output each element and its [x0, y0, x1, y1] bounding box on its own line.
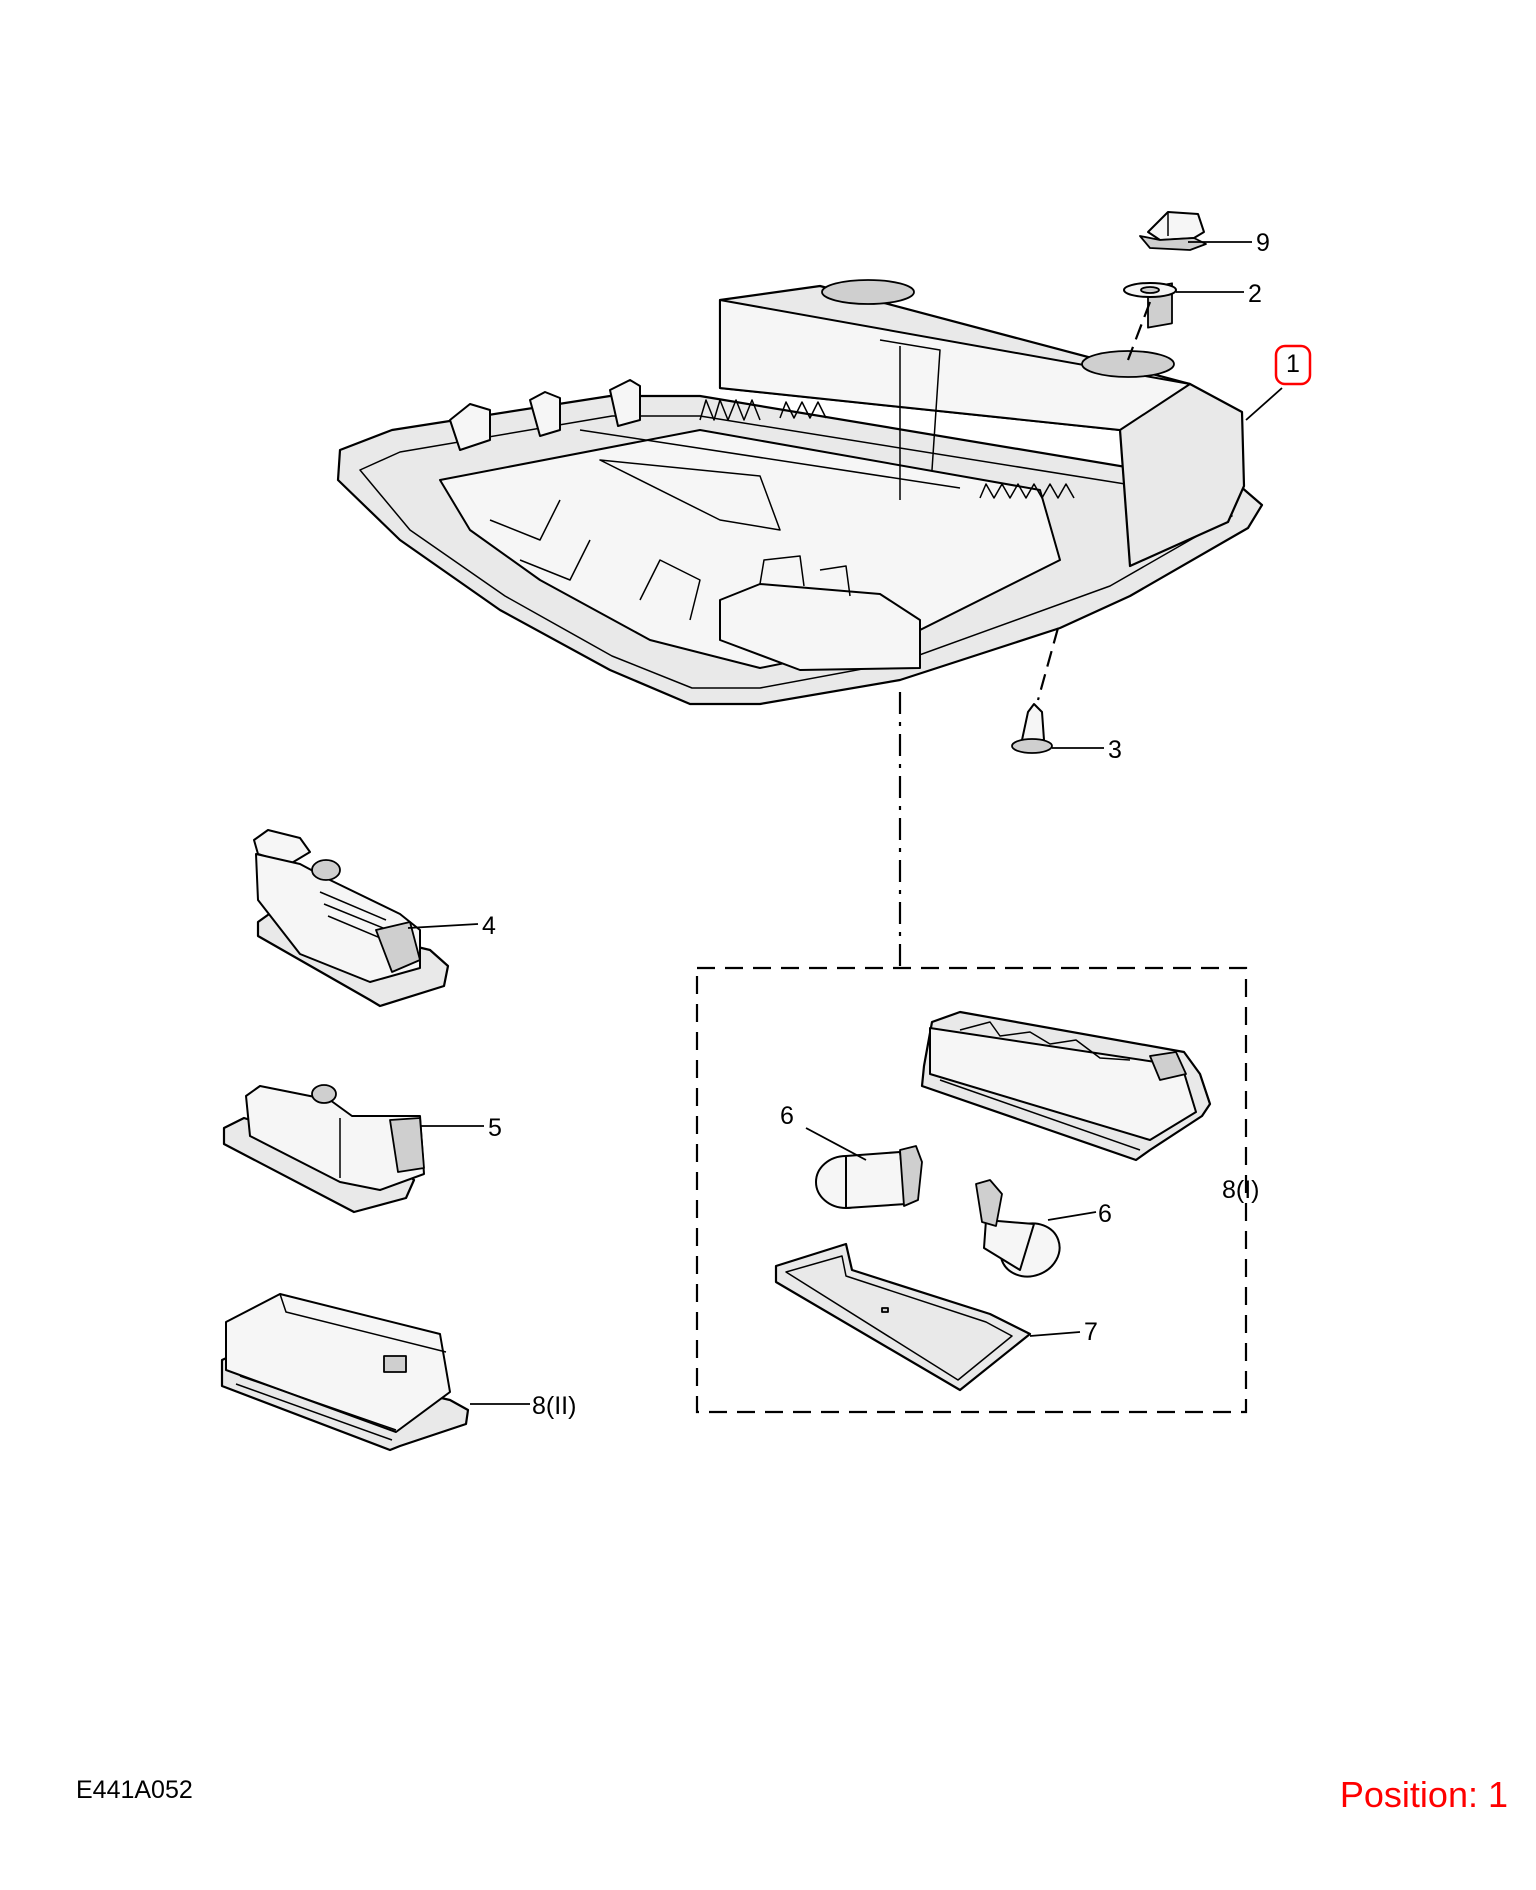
part-8-i-lamp-housing[interactable] [920, 1010, 1212, 1162]
callout-7: 7 [1084, 1318, 1098, 1346]
callout-1[interactable]: 1 [1286, 350, 1300, 378]
part-4-lamp-assembly[interactable] [253, 829, 450, 1008]
part-8-ii-lamp-housing[interactable] [220, 1293, 470, 1452]
callout-6-left: 6 [780, 1102, 794, 1130]
part-5-lamp-assembly[interactable] [222, 1084, 425, 1214]
callout-2: 2 [1248, 280, 1262, 308]
callout-5: 5 [488, 1114, 502, 1142]
part-7-lens[interactable] [774, 1242, 1032, 1392]
callout-9: 9 [1256, 229, 1270, 257]
part-9-clip[interactable] [1139, 211, 1207, 251]
position-label: Position: 1 [1339, 1774, 1508, 1815]
highlight-box-callout-1 [1274, 344, 1312, 386]
part-1-console-housing[interactable] [336, 279, 1264, 706]
kit-8-i-box [695, 966, 1248, 1414]
callout-4: 4 [482, 912, 496, 940]
part-2-washer[interactable] [1123, 282, 1177, 298]
diagram-code: E441A052 [76, 1776, 193, 1804]
callout-8-ii: 8(II) [532, 1392, 576, 1420]
callout-8-i: 8(I) [1222, 1176, 1260, 1204]
part-6-bulb-left[interactable] [815, 1145, 923, 1209]
callout-3: 3 [1108, 736, 1122, 764]
part-6-bulb-right[interactable] [975, 1179, 1067, 1285]
assembly-lines [898, 301, 1152, 968]
leader-lines [407, 241, 1283, 1405]
callout-6-right: 6 [1098, 1200, 1112, 1228]
part-3-push-pin[interactable] [1011, 703, 1053, 754]
